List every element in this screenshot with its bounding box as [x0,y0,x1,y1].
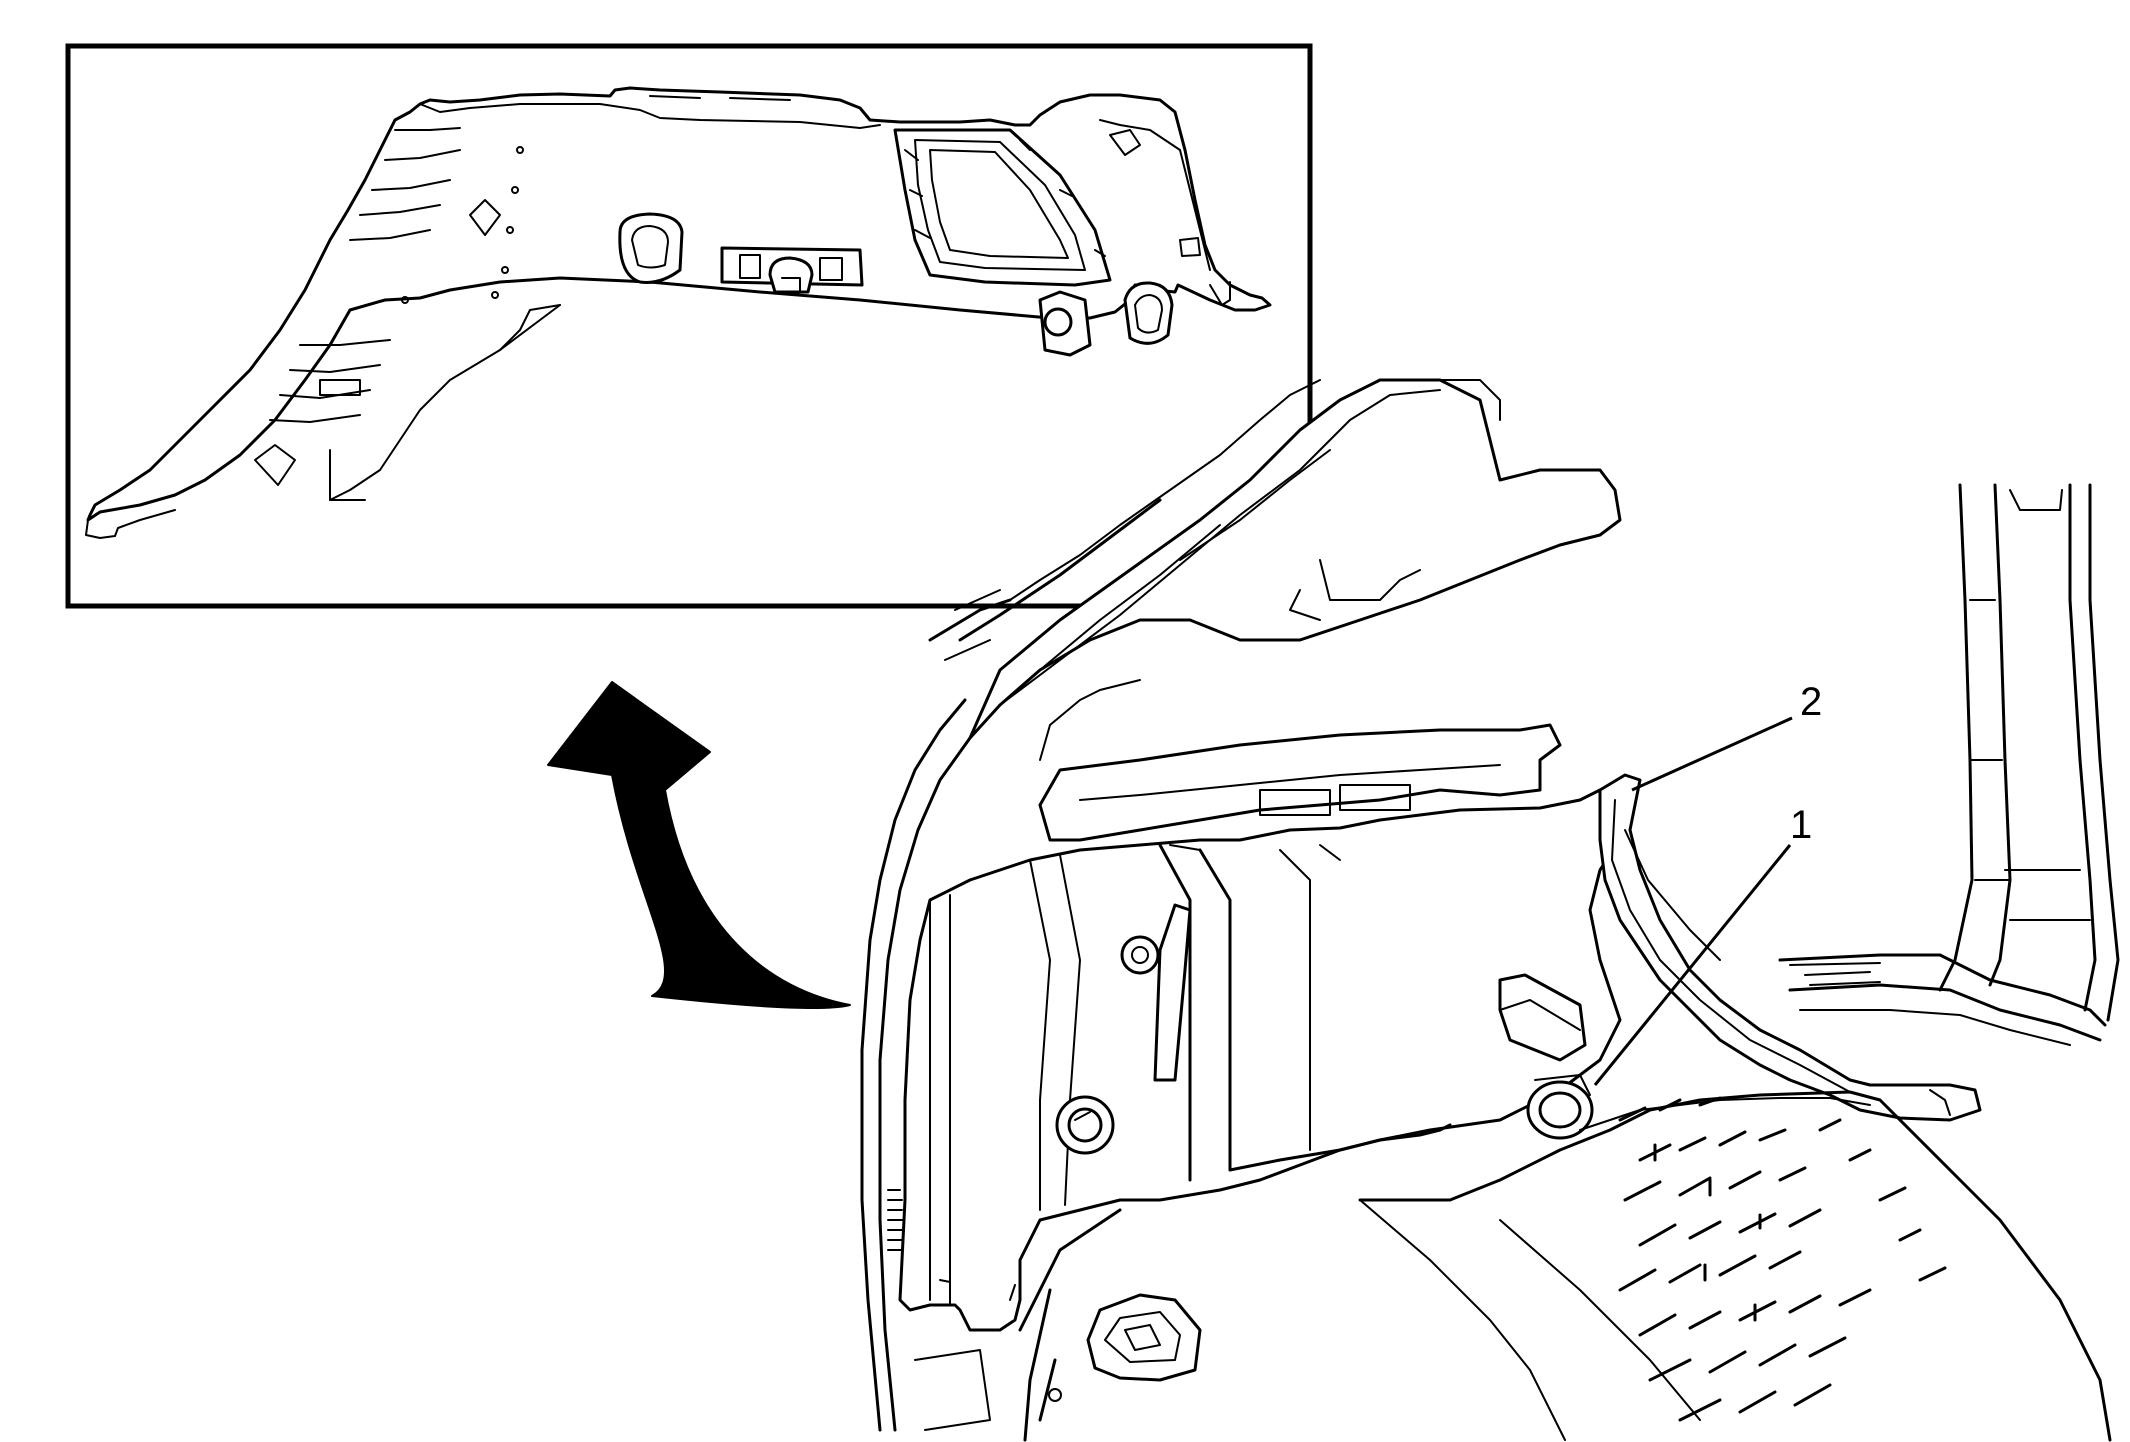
leader-line-1 [1593,844,1792,1086]
removed-quarter-trim-panel [85,86,1272,539]
callout-label-1: 1 [1790,803,1812,847]
upper-pillar-trim [928,378,1622,803]
removal-direction-arrow [547,681,851,1010]
installed-quarter-trim-panel [898,773,1982,1332]
cargo-floor [1018,1090,2112,1442]
leader-line-2 [1631,716,1793,792]
tie-down-hook [1498,973,1594,1140]
rear-header-trim [1038,723,1562,842]
callout-2: 2 [1631,680,1822,792]
floor-mat-slots [1618,1096,1947,1422]
detail-inset [65,43,1313,609]
right-rear-pillar [1778,483,2120,1046]
vehicle-cargo-area [860,378,2120,1442]
callout-label-2: 2 [1800,680,1822,724]
left-rear-body-edge [860,698,967,1432]
callout-1: 1 [1593,803,1812,1086]
